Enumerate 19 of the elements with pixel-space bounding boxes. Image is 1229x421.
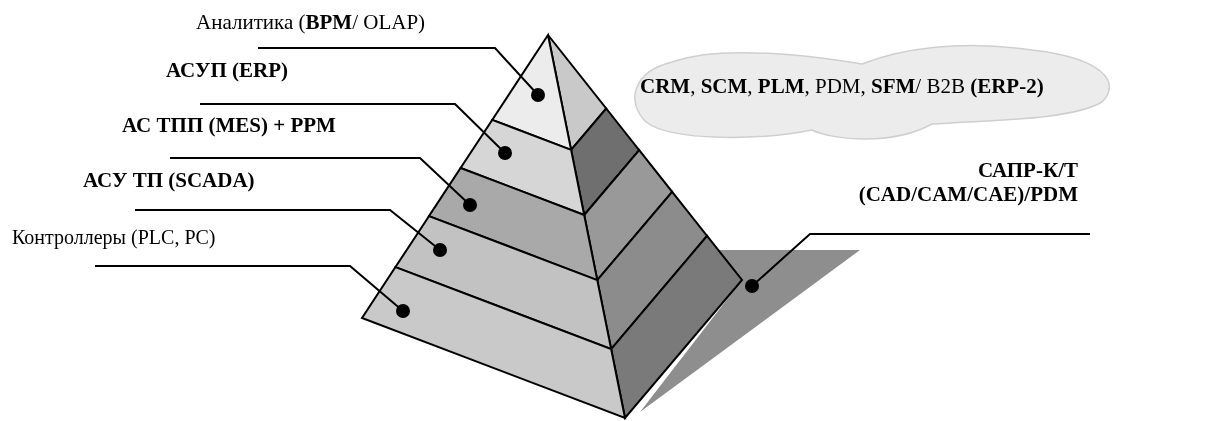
- level-label: САПР-К/Т (CAD/CAM/CAE)/PDM: [857, 158, 1078, 207]
- leader-line: [169, 157, 477, 212]
- pyramid-band: [427, 166, 599, 282]
- level-label: АСУП (ERP): [166, 58, 289, 83]
- level-label: АСУ ТП (SCADA): [83, 168, 256, 193]
- leader-line: [257, 47, 545, 102]
- leader-line: [94, 265, 410, 318]
- level-label: АС ТПП (MES) + PPM: [122, 113, 337, 138]
- level-label: Контроллеры (PLC, PC): [12, 226, 217, 249]
- pyramid-band: [393, 214, 613, 351]
- pyramid-shadow: [640, 250, 860, 412]
- pyramid-band: [459, 118, 586, 217]
- pyramid-band: [490, 34, 573, 152]
- pyramid-band: [360, 265, 627, 420]
- system-list: CRM, SCM, PLM, PDM, SFM/ B2B (ERP-2): [640, 74, 1226, 99]
- leader-line: [199, 103, 512, 160]
- leader-line: [745, 233, 1091, 293]
- level-label: Аналитика (BPM/ OLAP): [196, 10, 427, 35]
- leader-line: [134, 209, 447, 257]
